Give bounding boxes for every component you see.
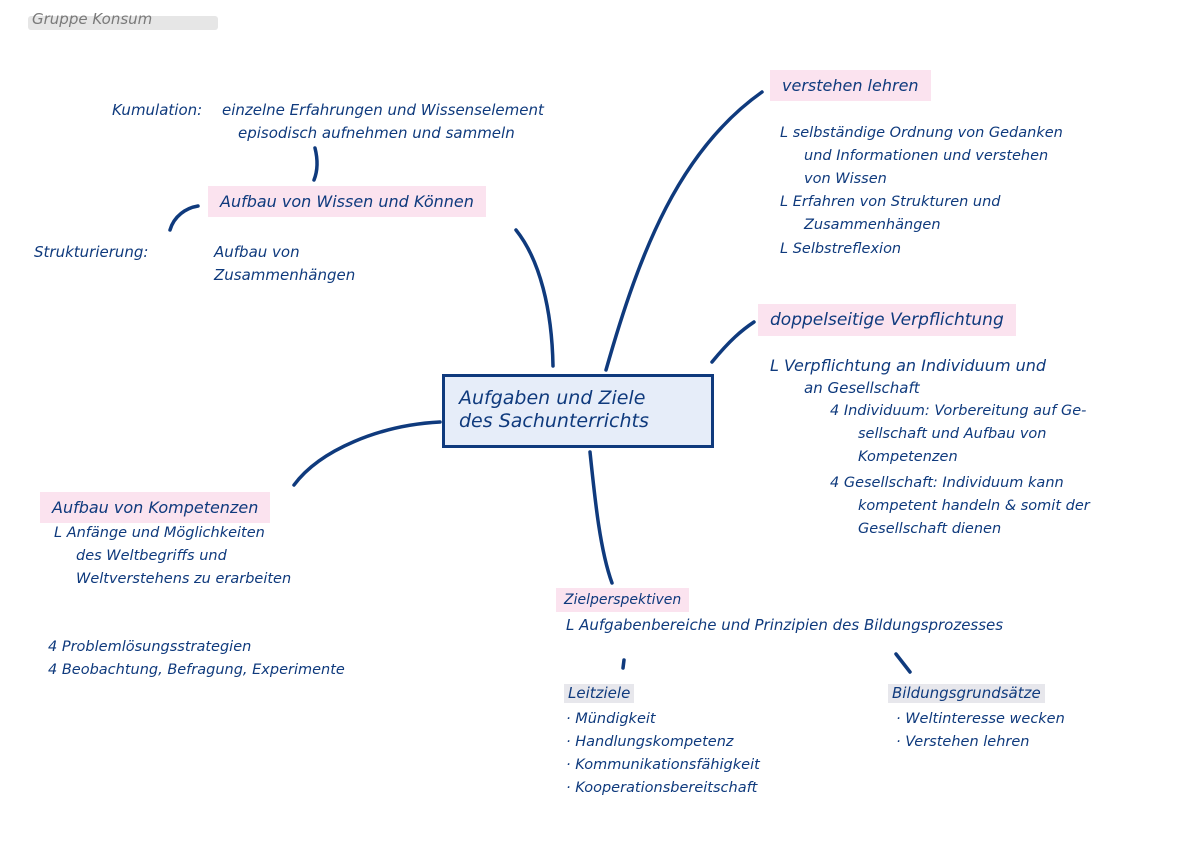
verpflichtung-item: L Verpflichtung an Individuum und bbox=[770, 356, 1047, 375]
bildung-item: · Verstehen lehren bbox=[896, 734, 1030, 750]
strukturierung-line1: Aufbau von bbox=[214, 243, 300, 261]
leitziel-item: · Mündigkeit bbox=[566, 711, 656, 727]
verpflichtung-item: kompetent handeln & somit der bbox=[858, 498, 1090, 514]
bildung-title: Bildungsgrundsätze bbox=[888, 684, 1045, 703]
verstehen-item: L Erfahren von Strukturen und bbox=[780, 194, 1001, 210]
line-center-verstehen bbox=[604, 90, 764, 372]
kumulation-label: Kumulation: bbox=[112, 101, 203, 119]
header-highlight bbox=[28, 16, 218, 30]
center-line1: Aufgaben und Ziele bbox=[459, 387, 646, 409]
line-struktur-wissen bbox=[168, 204, 200, 232]
verstehen-item: L selbständige Ordnung von Gedanken bbox=[780, 125, 1063, 141]
kompetenzen-extra: 4 Beobachtung, Befragung, Experimente bbox=[48, 662, 345, 678]
verpflichtung-item: sellschaft und Aufbau von bbox=[858, 426, 1047, 442]
verstehen-item: von Wissen bbox=[804, 171, 887, 187]
verstehen-item: L Selbstreflexion bbox=[780, 241, 902, 257]
center-line2: des Sachunterrichts bbox=[459, 409, 649, 432]
leitziel-item: · Kooperationsbereitschaft bbox=[566, 780, 758, 796]
verstehen-item: und Informationen und verstehen bbox=[804, 148, 1049, 164]
line-ziel-bildung bbox=[894, 652, 912, 674]
kumulation-line1: einzelne Erfahrungen und Wissenselement bbox=[222, 101, 544, 119]
verpflichtung-item: 4 Individuum: Vorbereitung auf Ge- bbox=[830, 403, 1087, 419]
line-center-verpflichtung bbox=[710, 320, 756, 364]
kompetenzen-extra: 4 Problemlösungsstrategien bbox=[48, 639, 252, 655]
line-center-kompetenzen bbox=[292, 420, 442, 487]
line-kumulation-wissen bbox=[312, 146, 319, 182]
node-aufbau-wissen: Aufbau von Wissen und Können bbox=[208, 186, 486, 217]
leitziel-item: · Kommunikationsfähigkeit bbox=[566, 757, 760, 773]
line-center-ziel bbox=[588, 450, 614, 585]
leitziel-item: · Handlungskompetenz bbox=[566, 734, 734, 750]
center-node: Aufgaben und Ziele des Sachunterrichts bbox=[442, 374, 714, 448]
verpflichtung-item: Kompetenzen bbox=[858, 449, 958, 465]
line-ziel-leitziele bbox=[621, 658, 626, 670]
leitziele-title: Leitziele bbox=[564, 684, 635, 703]
line-center-wissen bbox=[514, 228, 555, 368]
bildung-item: · Weltinteresse wecken bbox=[896, 711, 1065, 727]
kompetenzen-item: Weltverstehens zu erarbeiten bbox=[76, 571, 292, 587]
verstehen-item: Zusammenhängen bbox=[804, 217, 941, 233]
strukturierung-line2: Zusammenhängen bbox=[214, 266, 356, 284]
node-verstehen-lehren: verstehen lehren bbox=[770, 70, 931, 101]
verpflichtung-item: 4 Gesellschaft: Individuum kann bbox=[830, 475, 1064, 491]
page-title: Gruppe Konsum bbox=[32, 10, 153, 28]
node-verpflichtung: doppelseitige Verpflichtung bbox=[758, 304, 1016, 336]
strukturierung-label: Strukturierung: bbox=[34, 243, 149, 261]
zielperspektiven-subtitle: L Aufgabenbereiche und Prinzipien des Bi… bbox=[566, 616, 1004, 634]
kompetenzen-item: L Anfänge und Möglichkeiten bbox=[54, 525, 265, 541]
node-kompetenzen: Aufbau von Kompetenzen bbox=[40, 492, 271, 523]
verpflichtung-item: Gesellschaft dienen bbox=[858, 521, 1002, 537]
kompetenzen-item: des Weltbegriffs und bbox=[76, 548, 227, 564]
kumulation-line2: episodisch aufnehmen und sammeln bbox=[238, 124, 515, 142]
node-zielperspektiven: Zielperspektiven bbox=[556, 588, 690, 612]
verpflichtung-item: an Gesellschaft bbox=[804, 379, 920, 397]
